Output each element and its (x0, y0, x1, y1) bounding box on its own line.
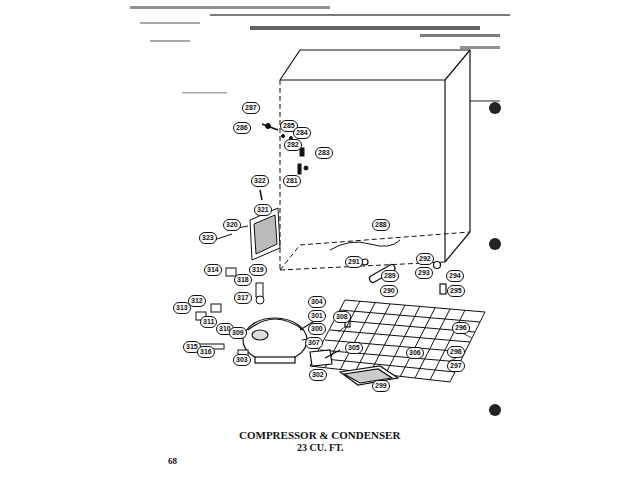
callout-number: 294 (446, 270, 464, 282)
callout-number: 317 (234, 292, 252, 304)
callout-number: 282 (284, 139, 302, 151)
callout-number: 287 (242, 102, 260, 114)
capacity-subtitle: 23 CU. FT. (297, 442, 343, 453)
callout-number: 305 (345, 342, 363, 354)
callout-number: 316 (197, 346, 215, 358)
callout-number: 304 (308, 296, 326, 308)
callout-number: 295 (447, 285, 465, 297)
callout-number: 308 (333, 311, 351, 323)
callout-number: 281 (283, 175, 301, 187)
page-number: 68 (168, 456, 177, 466)
callout-number: 298 (447, 346, 465, 358)
diagram-title: COMPRESSOR & CONDENSER (239, 429, 400, 441)
callout-number: 300 (308, 323, 326, 335)
callout-number: 283 (315, 147, 333, 159)
callout-number: 319 (249, 264, 267, 276)
callout-number: 291 (345, 256, 363, 268)
callout-number: 320 (223, 219, 241, 231)
callout-number: 301 (308, 310, 326, 322)
callout-number: 311 (200, 316, 217, 328)
callout-number: 297 (447, 360, 465, 372)
callout-number: 299 (372, 380, 390, 392)
callout-number: 318 (234, 274, 252, 286)
callout-number: 296 (452, 322, 470, 334)
callout-number: 284 (293, 127, 311, 139)
callout-number: 306 (406, 347, 424, 359)
callout-number: 286 (233, 122, 251, 134)
callout-number: 313 (173, 302, 191, 314)
callout-number: 307 (305, 337, 323, 349)
callout-number: 314 (204, 264, 222, 276)
callout-number: 290 (380, 285, 398, 297)
callout-number: 302 (309, 369, 327, 381)
callout-number: 323 (199, 232, 217, 244)
callout-number: 321 (254, 204, 272, 216)
callout-number: 292 (416, 253, 434, 265)
callout-number: 293 (415, 267, 433, 279)
callout-number: 303 (233, 354, 251, 366)
callout-number: 288 (372, 219, 390, 231)
callout-number: 289 (381, 270, 399, 282)
callout-number: 322 (251, 175, 269, 187)
callout-number: 309 (229, 327, 247, 339)
